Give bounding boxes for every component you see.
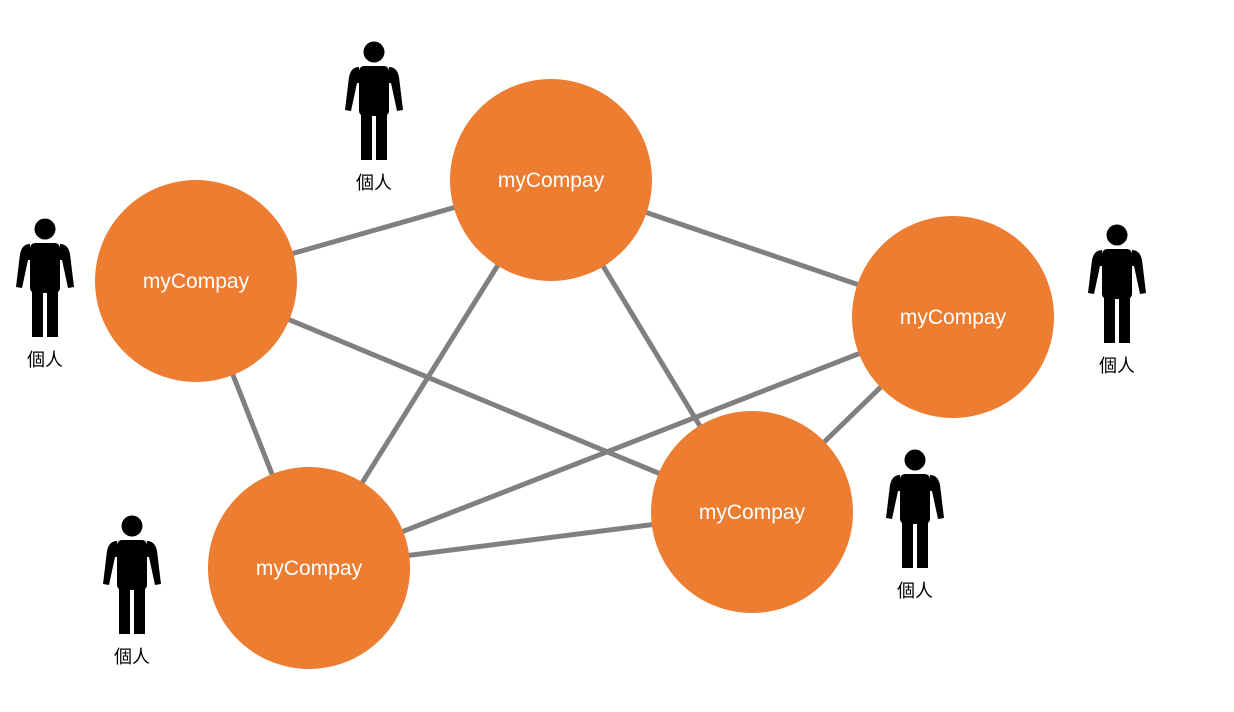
company-node-circle [208, 467, 410, 669]
company-node-circle [651, 411, 853, 613]
person-label: 個人 [1099, 356, 1135, 377]
nodes-layer: myCompay myCompay myCompay myCompay myCompay [95, 79, 1054, 669]
person-near-bottom-right: 個人 [886, 449, 944, 602]
company-node-right: myCompay [852, 216, 1054, 418]
company-node-label: myCompay [143, 270, 250, 293]
company-node-circle [95, 180, 297, 382]
company-node-left: myCompay [95, 180, 297, 382]
company-node-label: myCompay [256, 557, 363, 580]
person-icon [16, 218, 74, 337]
company-node-top: myCompay [450, 79, 652, 281]
person-near-top: 個人 [345, 41, 403, 194]
person-label: 個人 [114, 647, 150, 668]
person-label: 個人 [897, 581, 933, 602]
company-node-circle [852, 216, 1054, 418]
person-icon [886, 449, 944, 568]
person-near-right: 個人 [1088, 224, 1146, 377]
person-icon [103, 515, 161, 634]
edge-right-bottom-left [308, 314, 954, 571]
person-near-bottom-left: 個人 [103, 515, 161, 668]
company-node-label: myCompay [900, 306, 1007, 329]
company-node-bottom-left: myCompay [208, 467, 410, 669]
company-node-bottom-right: myCompay [651, 411, 853, 613]
person-label: 個人 [356, 173, 392, 194]
person-label: 個人 [27, 350, 63, 371]
person-icon [345, 41, 403, 160]
company-node-label: myCompay [498, 169, 605, 192]
company-node-circle [450, 79, 652, 281]
people-layer: 個人個人個人個人個人 [16, 41, 1146, 668]
person-icon [1088, 224, 1146, 343]
person-near-left: 個人 [16, 218, 74, 371]
company-node-label: myCompay [699, 501, 806, 524]
